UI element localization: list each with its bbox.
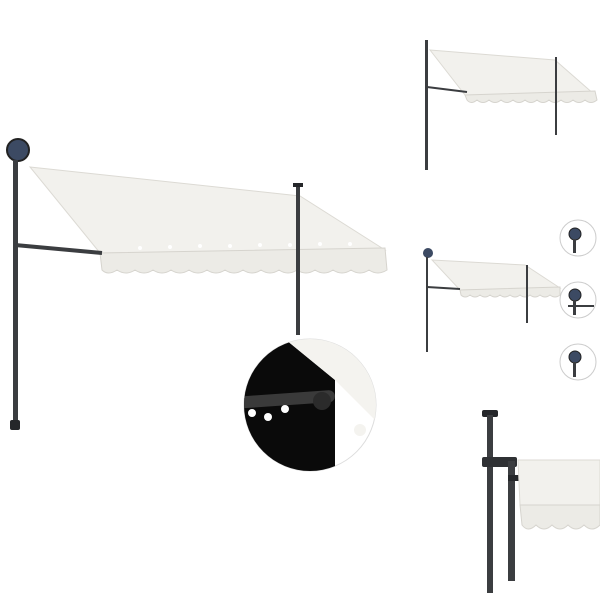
solar-light-detail-3 <box>559 343 597 381</box>
support-arm <box>14 243 103 255</box>
thumbnail-small-view <box>423 248 562 352</box>
pole-bracket-detail <box>482 410 600 593</box>
right-support-pole <box>296 185 300 335</box>
solar-light-icon <box>6 138 30 162</box>
led-closeup-detail <box>243 338 377 472</box>
left-support-pole <box>13 160 18 425</box>
canopy-fabric <box>28 166 387 254</box>
solar-light-detail-1 <box>559 219 597 257</box>
canopy-valance <box>99 247 388 274</box>
led-strip <box>138 242 352 250</box>
solar-light-detail-2 <box>559 281 597 319</box>
thumbnail-side-view <box>425 40 598 170</box>
main-awning-view <box>6 138 388 430</box>
